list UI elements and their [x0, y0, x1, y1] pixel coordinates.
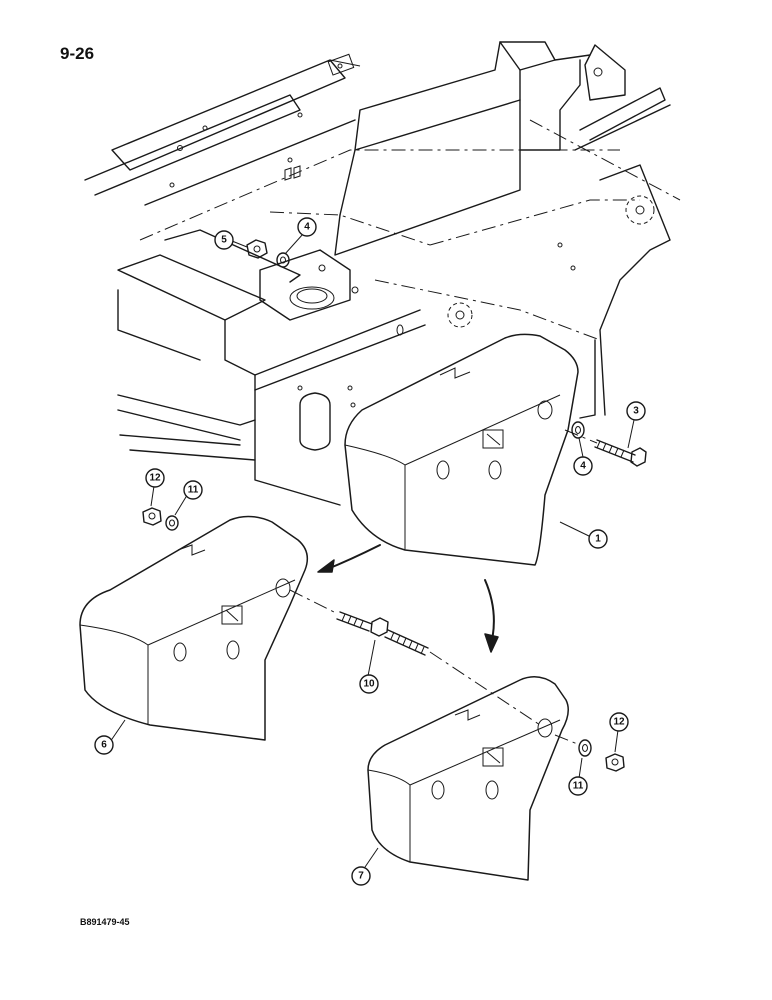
- figure-id: B891479-45: [80, 917, 130, 927]
- callout-5: 5: [214, 230, 234, 250]
- callout-4-right: 4: [573, 456, 593, 476]
- svg-text:10: 10: [363, 679, 375, 690]
- svg-text:3: 3: [633, 406, 639, 417]
- svg-text:11: 11: [573, 781, 584, 792]
- callout-11-right: 11: [568, 776, 588, 796]
- svg-text:12: 12: [149, 473, 161, 484]
- counterweight-1: [344, 333, 579, 566]
- installation-arrows: [317, 544, 499, 653]
- svg-text:5: 5: [221, 235, 227, 246]
- svg-text:7: 7: [358, 871, 364, 882]
- counterweight-7: [367, 676, 569, 881]
- hardware: [142, 239, 647, 772]
- machine-frame: [84, 41, 681, 506]
- leader-lines: [109, 233, 635, 871]
- callout-7: 7: [351, 866, 371, 886]
- callout-4-upper: 4: [297, 217, 317, 237]
- callout-1: 1: [588, 529, 608, 549]
- page-number: 9-26: [60, 44, 95, 63]
- svg-text:6: 6: [101, 740, 107, 751]
- svg-text:1: 1: [595, 534, 601, 545]
- callout-12-left: 12: [145, 468, 165, 488]
- svg-text:4: 4: [304, 222, 310, 233]
- svg-text:11: 11: [188, 485, 199, 496]
- svg-text:4: 4: [580, 461, 586, 472]
- callout-10: 10: [359, 674, 379, 694]
- callout-3: 3: [626, 401, 646, 421]
- callout-12-right: 12: [609, 712, 629, 732]
- callout-11-left: 11: [183, 480, 203, 500]
- callout-6: 6: [94, 735, 114, 755]
- counterweight-6: [79, 515, 309, 741]
- svg-text:12: 12: [613, 717, 625, 728]
